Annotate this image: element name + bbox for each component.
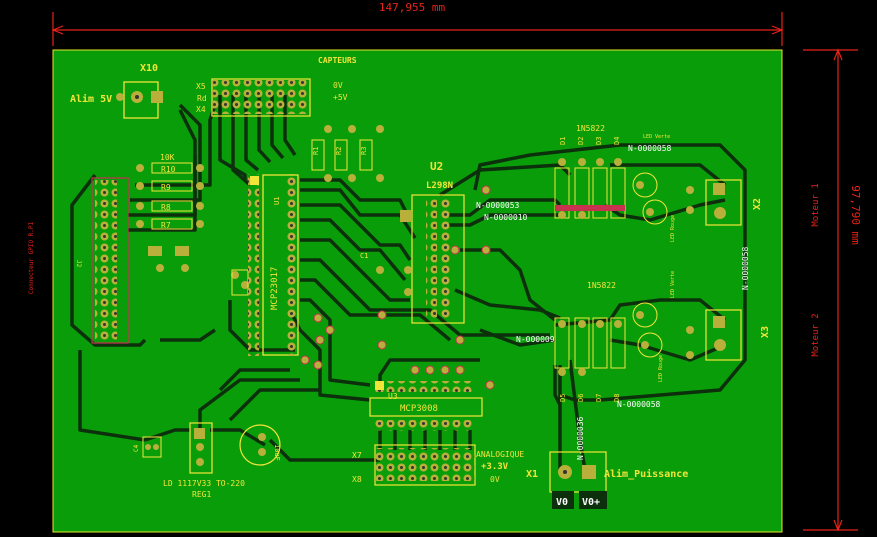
- u2-label: U2: [430, 160, 443, 173]
- r-10k-label: 10K: [160, 153, 175, 162]
- capteurs-5v-label: +5V: [333, 93, 348, 102]
- alim-puissance-label: Alim_Puissance: [604, 468, 688, 480]
- small-parts-left: [148, 246, 249, 296]
- net-58-bottom-label: N-0000058: [617, 400, 661, 409]
- reg1-label: REG1: [192, 490, 211, 499]
- height-dimension: [803, 48, 858, 532]
- d8-label: D8: [613, 394, 621, 402]
- led-rouge-top-label: LED Rouge: [670, 215, 676, 242]
- l298n-chip: [376, 194, 465, 324]
- x10-power-connector: [116, 81, 163, 119]
- net-58-top-label: N-0000058: [628, 144, 672, 153]
- d7-label: D7: [595, 394, 603, 402]
- mcp3008-chip: [369, 381, 483, 431]
- width-dimension-label: 147,955 mm: [379, 1, 446, 14]
- moteur2-label: Moteur 2: [811, 313, 821, 356]
- x7-label: X7: [352, 451, 362, 460]
- capacitor-c4: [142, 436, 162, 458]
- x1-label: X1: [526, 469, 538, 480]
- d1-label: D1: [559, 137, 567, 145]
- capteurs-0v-label: 0V: [333, 81, 343, 90]
- x4-label: X4: [196, 105, 206, 114]
- analog-header: [374, 444, 476, 486]
- resistors-r1-r3: [311, 125, 384, 182]
- r3-label: R3: [360, 147, 368, 155]
- motor1-diodes: [554, 158, 626, 219]
- x8-label: X8: [352, 475, 362, 484]
- x3-label: X3: [760, 326, 771, 338]
- net-53-label: N-0000053: [476, 201, 520, 210]
- mcp23017-label: MCP23017: [270, 267, 280, 310]
- motor2-diodes: [554, 317, 626, 376]
- net-58-vertical-label: N-0000058: [741, 246, 750, 290]
- motor1-leds: [632, 172, 694, 225]
- l298n-label: L298N: [426, 181, 453, 191]
- analogique-label: ANALOGIQUE: [476, 450, 524, 459]
- analog-0v-label: 0V: [490, 475, 500, 484]
- regulator-label: LD 1117V33 TO-220: [163, 479, 245, 488]
- d4-label: D4: [613, 137, 621, 145]
- height-dimension-label: 97,790 mm: [849, 185, 862, 245]
- x1-power-connector: [549, 451, 607, 509]
- r1-label: R1: [312, 147, 320, 155]
- copper-tracks: [70, 95, 747, 471]
- u3-label: U3: [388, 392, 398, 401]
- mcp3008-label: MCP3008: [400, 404, 438, 414]
- 1n5822-bottom-label: 1N5822: [587, 281, 616, 290]
- gpio-connector-label: Connecteur GPIO R.PI: [28, 221, 35, 294]
- led-verte-top-label: LED Verte: [643, 134, 670, 140]
- c4-label: C4: [133, 444, 140, 452]
- r8-label: R8: [161, 203, 171, 212]
- c1-label: C1: [360, 252, 368, 260]
- r7-label: R7: [161, 221, 171, 230]
- u1-label: U1: [273, 197, 281, 205]
- d5-label: D5: [559, 394, 567, 402]
- x2-label: X2: [752, 198, 763, 210]
- v0-label: V0: [556, 497, 568, 508]
- electrolytic-capacitor: [239, 424, 281, 466]
- x3-connector: [705, 309, 742, 361]
- alim-5v-label: Alim 5V: [70, 93, 112, 105]
- rd-label: Rd: [197, 94, 207, 103]
- capteurs-label: CAPTEURS: [318, 56, 357, 65]
- vias: [300, 185, 495, 390]
- capteurs-header: [211, 78, 311, 117]
- x5-label: X5: [196, 82, 206, 91]
- v0-plus-label: V0+: [582, 497, 600, 508]
- capacitor-value-label: 10uF: [273, 444, 281, 461]
- net-10-label: N-0000010: [484, 213, 528, 222]
- gpio-header: [91, 177, 129, 344]
- 1n5822-top-label: 1N5822: [576, 124, 605, 133]
- r10-label: R10: [161, 165, 176, 174]
- motor2-leds: [632, 302, 694, 359]
- d6-label: D6: [577, 394, 585, 402]
- mcp23017-chip: [248, 174, 299, 356]
- x2-connector: [705, 179, 742, 226]
- led-rouge-bottom-label: LED Rouge: [658, 355, 664, 382]
- d2-label: D2: [577, 137, 585, 145]
- d3-label: D3: [595, 137, 603, 145]
- plus3v3-label: +3.3V: [481, 462, 509, 472]
- r9-label: R9: [161, 183, 171, 192]
- led-verte-bottom-label: LED Verte: [670, 271, 676, 298]
- gpio-ref-label: J2: [75, 260, 82, 268]
- resistor-pads: [136, 164, 204, 228]
- resistor-array: [151, 162, 193, 230]
- x10-label: X10: [140, 63, 158, 74]
- r2-label: R2: [335, 147, 343, 155]
- net-36-label: N-0000036: [576, 416, 585, 460]
- width-dimension: [51, 12, 784, 46]
- net-09-label: N-000009: [516, 335, 555, 344]
- moteur1-label: Moteur 1: [811, 183, 821, 226]
- regulator-reg1: [189, 422, 213, 474]
